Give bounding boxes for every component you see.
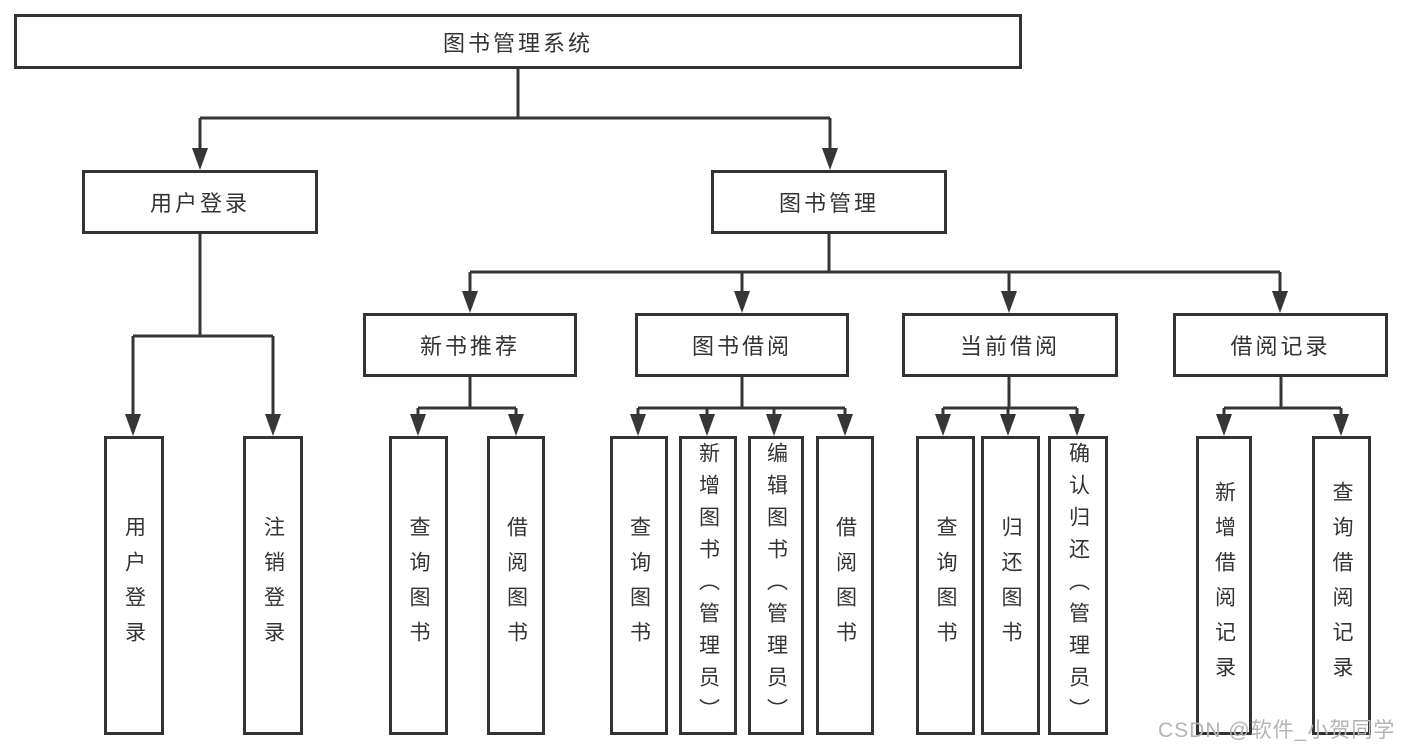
leaf-add-borrow-record: 新增借阅记录 [1196,436,1252,735]
leaf-query-book-current: 查询图书 [916,436,975,735]
node-label: 用户登录 [149,191,250,216]
leaf-query-book-recommend: 查询图书 [389,436,448,735]
leaf-label: 查询图书 [934,515,957,656]
node-current-borrowing: 当前借阅 [902,313,1118,377]
leaf-label: 新增借阅记录 [1212,480,1236,691]
leaf-edit-book-admin: 编辑图书（管理员） [748,436,804,735]
leaf-query-book-borrow: 查询图书 [610,436,668,735]
leaf-label: 查询图书 [627,515,651,656]
leaf-label: 归还图书 [999,515,1022,656]
leaf-label: 编辑图书（管理员） [764,441,788,730]
leaf-return-book: 归还图书 [981,436,1040,735]
leaf-borrow-book-recommend: 借阅图书 [487,436,545,735]
node-label: 图书管理 [778,191,879,216]
leaf-label: 借阅图书 [504,515,528,656]
node-user-login: 用户登录 [82,170,318,234]
csdn-watermark: CSDN @软件_小贺同学 [1158,719,1396,742]
leaf-confirm-return-admin: 确认归还（管理员） [1048,436,1108,735]
node-label: 当前借阅 [959,334,1060,359]
node-label: 新书推荐 [419,334,520,359]
leaf-add-book-admin: 新增图书（管理员） [679,436,737,735]
leaf-label: 新增图书（管理员） [696,441,720,730]
leaf-label: 查询图书 [407,515,430,656]
node-book-borrowing: 图书借阅 [635,313,849,377]
leaf-label: 注销登录 [261,515,285,656]
leaf-query-borrow-record: 查询借阅记录 [1312,436,1371,735]
node-label: 图书借阅 [691,334,792,359]
node-label: 图书管理系统 [442,30,593,56]
leaf-label: 借阅图书 [833,515,857,656]
leaf-label: 确认归还（管理员） [1066,441,1090,730]
leaf-borrow-book: 借阅图书 [816,436,874,735]
node-new-book-recommendation: 新书推荐 [363,313,577,377]
arrowheads [125,148,1349,436]
leaf-label: 查询借阅记录 [1330,480,1353,691]
node-borrowing-records: 借阅记录 [1173,313,1388,377]
node-library-system: 图书管理系统 [14,14,1022,69]
leaf-label: 用户登录 [122,515,146,656]
leaf-logout: 注销登录 [243,436,303,735]
node-book-management: 图书管理 [711,170,947,234]
node-label: 借阅记录 [1230,334,1331,359]
leaf-user-login: 用户登录 [104,436,164,735]
